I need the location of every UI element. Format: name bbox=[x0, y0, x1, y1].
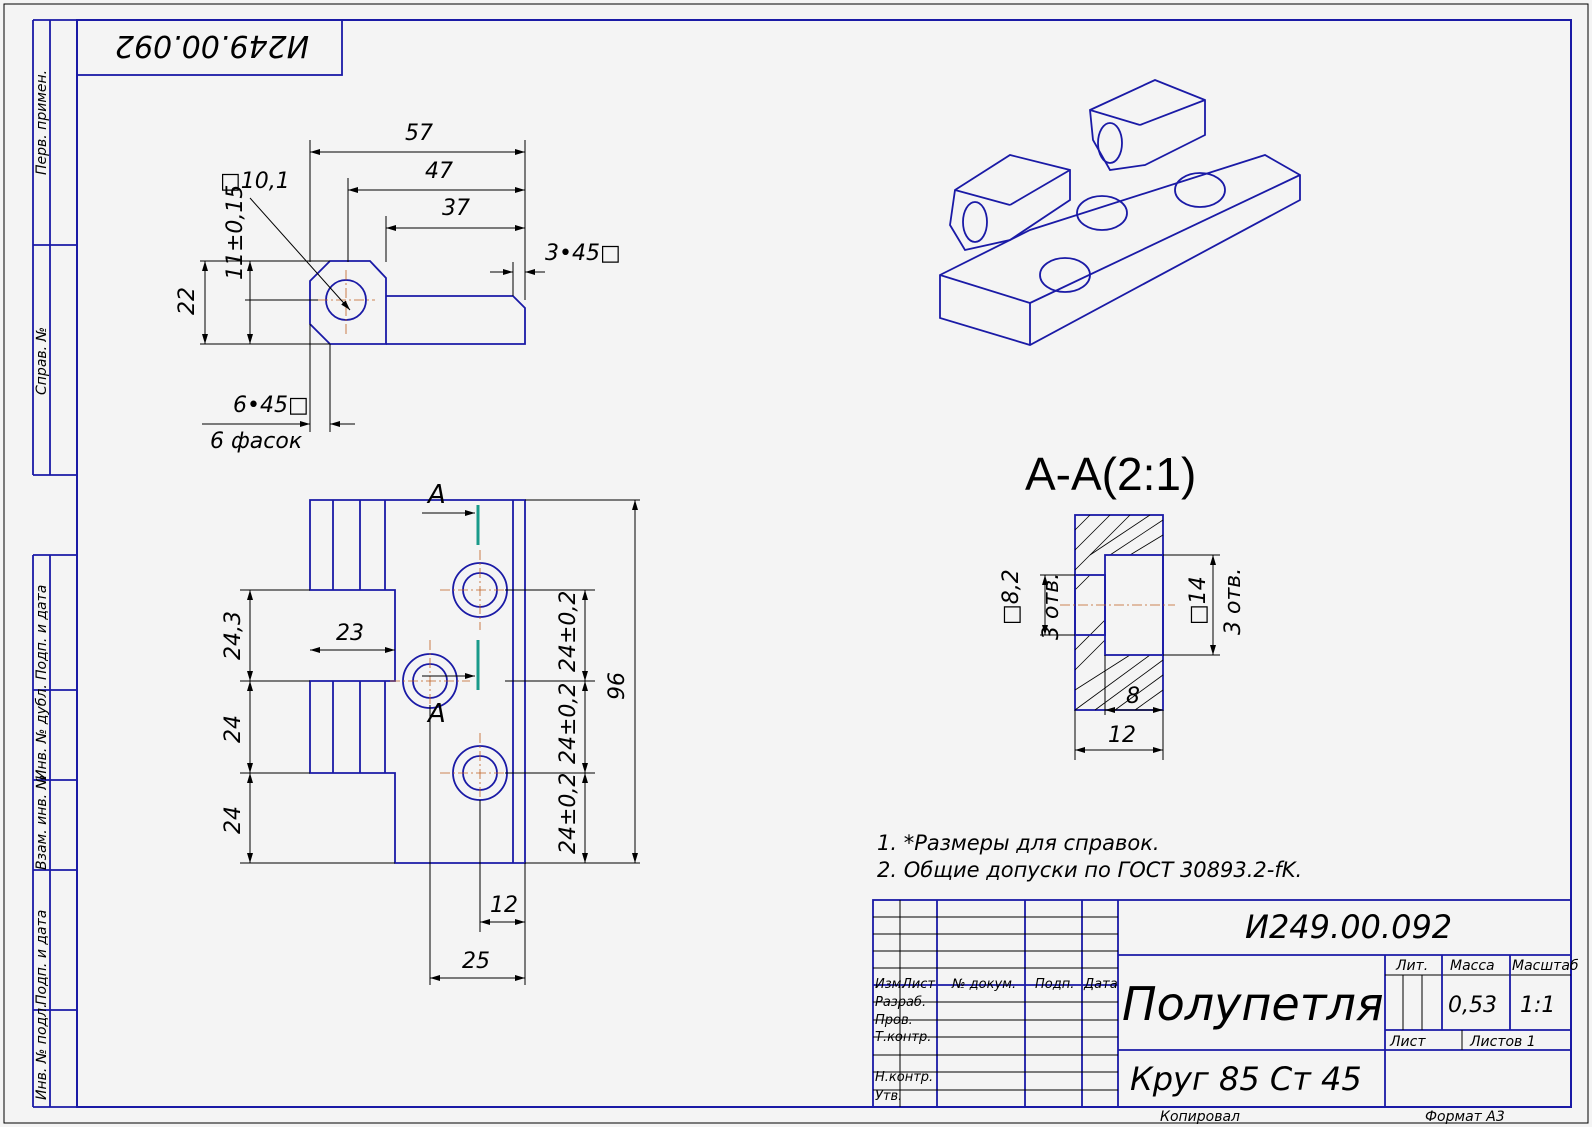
format-label: Формат А3 bbox=[1425, 1109, 1505, 1125]
section-mark-bottom: A bbox=[426, 699, 446, 729]
row-nkontr: Н.контр. bbox=[875, 1070, 933, 1085]
title-material: Круг 85 Ст 45 bbox=[1130, 1060, 1362, 1098]
row-tkontr: Т.контр. bbox=[875, 1030, 931, 1045]
dim-12: 12 bbox=[490, 893, 518, 918]
side-vzam-inv: Взам. инв. № bbox=[34, 775, 50, 870]
code-stamp: И249.00.092 bbox=[76, 19, 343, 76]
scale-value: 1:1 bbox=[1520, 993, 1555, 1018]
row-razrab: Разраб. bbox=[875, 995, 926, 1010]
hdr-doc: № докум. bbox=[951, 977, 1016, 992]
dim-57: 57 bbox=[405, 121, 433, 146]
dim-hole-8-2: □8,2 bbox=[999, 569, 1024, 625]
dim-hole-10: □10,1 bbox=[220, 169, 290, 194]
side-podp-data-2: Подп. и дата bbox=[34, 910, 50, 1005]
side-podp-data-1: Подп. и дата bbox=[34, 585, 50, 680]
sheets-label: Листов 1 bbox=[1469, 1034, 1536, 1050]
dim-96: 96 bbox=[605, 672, 630, 700]
side-sprav-no: Справ. № bbox=[34, 327, 50, 395]
inner-frame bbox=[76, 19, 1572, 1108]
hdr-data: Дата bbox=[1083, 977, 1118, 992]
dim-24-tol-3: 24±0,2 bbox=[556, 773, 581, 854]
dim-24-a: 24 bbox=[221, 715, 246, 743]
section-title: A-A(2:1) bbox=[1025, 448, 1196, 500]
copied-label: Копировал bbox=[1160, 1109, 1240, 1125]
dim-22: 22 bbox=[175, 287, 200, 315]
dim-hole-14: □14 bbox=[1186, 576, 1211, 625]
dim-11-tol: 11±0,15 bbox=[223, 185, 248, 280]
dim-3-holes-a: 3 отв. bbox=[1039, 573, 1064, 640]
dim-12-section: 12 bbox=[1108, 723, 1136, 748]
scale-label: Масштаб bbox=[1512, 958, 1579, 974]
side-inv-podl: Инв. № подл. bbox=[34, 1003, 50, 1100]
row-prov: Пров. bbox=[875, 1013, 913, 1028]
hdr-izm: Изм. bbox=[875, 977, 906, 992]
title-code: И249.00.092 bbox=[1245, 908, 1452, 946]
side-inv-dubl: Инв. № дубл. bbox=[34, 684, 50, 780]
title-block: И249.00.092 Полупетля Круг 85 Ст 45 Изм.… bbox=[872, 899, 1579, 1108]
side-per-primen: Перв. примен. bbox=[34, 70, 50, 175]
dim-24-b: 24 bbox=[221, 806, 246, 834]
outer-frame bbox=[3, 3, 1589, 1124]
hdr-list: Лист bbox=[901, 977, 935, 992]
dim-24-tol-1: 24±0,2 bbox=[556, 591, 581, 672]
dim-chamfer-6: 6•45□ bbox=[233, 393, 309, 418]
top-view: 57 47 37 3•45□ □10,1 11±0,15 22 6•45□ 6 … bbox=[175, 121, 621, 454]
note-1: 1. *Размеры для справок. bbox=[877, 831, 1160, 855]
dim-24-tol-2: 24±0,2 bbox=[556, 683, 581, 764]
dim-chamfer-3: 3•45□ bbox=[545, 241, 621, 266]
row-utv: Утв. bbox=[875, 1089, 902, 1104]
sheet-label: Лист bbox=[1389, 1034, 1426, 1050]
dim-8: 8 bbox=[1126, 684, 1140, 709]
section-hatching bbox=[1074, 514, 1164, 711]
note-2: 2. Общие допуски по ГОСТ 30893.2-fK. bbox=[877, 858, 1302, 882]
mass-value: 0,53 bbox=[1448, 993, 1497, 1018]
title-name: Полупетля bbox=[1122, 977, 1384, 1031]
lit-label: Лит. bbox=[1395, 958, 1428, 974]
section-mark-top: A bbox=[426, 480, 446, 510]
front-view: A A 24,3 24 24 23 24±0,2 24±0,2 24±0,2 9… bbox=[221, 480, 640, 985]
dim-6-facets: 6 фасок bbox=[210, 429, 303, 454]
stamp-code: И249.00.092 bbox=[115, 28, 309, 63]
dim-23: 23 bbox=[336, 621, 364, 646]
mass-label: Масса bbox=[1450, 958, 1495, 974]
dim-3-holes-b: 3 отв. bbox=[1221, 568, 1246, 635]
dim-25: 25 bbox=[462, 949, 490, 974]
dim-37: 37 bbox=[442, 196, 470, 221]
section-view: A-A(2:1) □8,2 bbox=[999, 448, 1246, 760]
side-strip: Перв. примен. Справ. № Подп. и дата Инв.… bbox=[32, 19, 77, 1108]
dim-47: 47 bbox=[425, 159, 453, 184]
isometric-view bbox=[939, 79, 1301, 346]
hdr-podp: Подп. bbox=[1035, 977, 1074, 992]
dim-24-3: 24,3 bbox=[221, 611, 246, 660]
